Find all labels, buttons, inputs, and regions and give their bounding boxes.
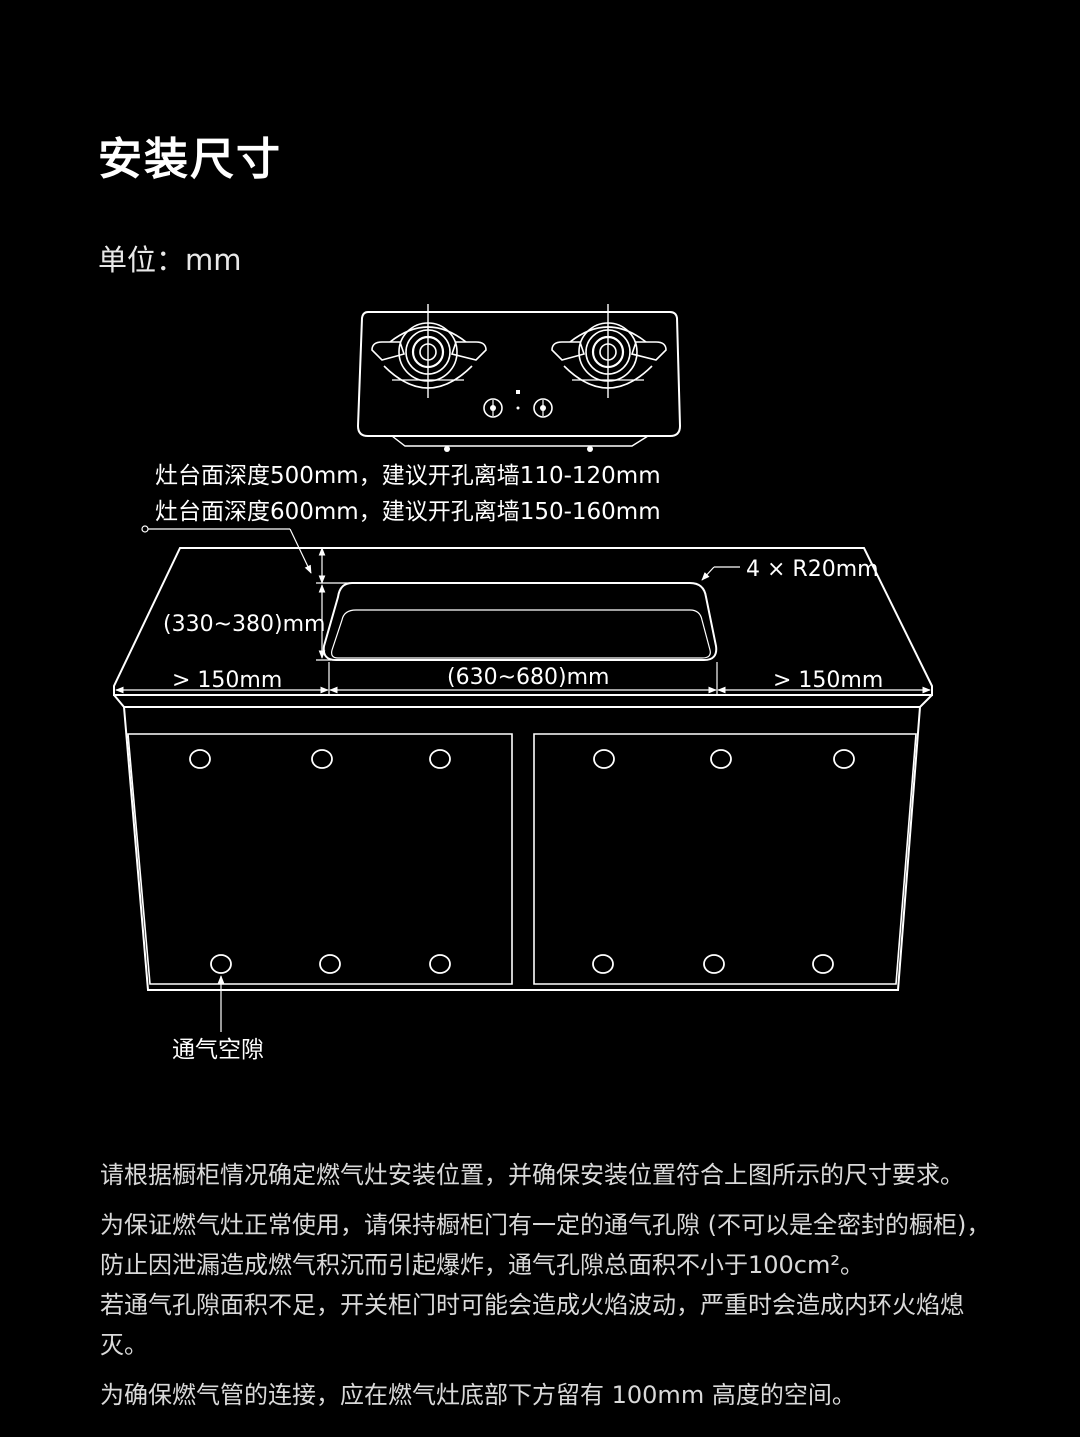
cutout-outline <box>322 582 718 661</box>
vent-hole <box>429 954 451 974</box>
left-knob-icon <box>483 398 503 418</box>
vent-hole <box>429 749 451 769</box>
cutout-depth-label: (330~380)mm <box>163 612 325 637</box>
left-burner-icon <box>371 304 487 398</box>
vent-hole <box>833 749 855 769</box>
cabinet-outline <box>123 706 921 991</box>
vent-holes <box>189 749 855 974</box>
vent-hole <box>319 954 341 974</box>
vent-hole <box>592 954 614 974</box>
page-title: 安装尺寸 <box>98 134 282 185</box>
note-paragraph-2: 为保证燃气灶正常使用，请保持橱柜门有一定的通气孔隙 (不可以是全密封的橱柜)，防… <box>100 1211 991 1359</box>
vent-hole <box>210 954 232 974</box>
installation-notes: 请根据橱柜情况确定燃气灶安装位置，并确保安装位置符合上图所示的尺寸要求。 为保证… <box>100 1155 1000 1425</box>
indicator-icon <box>516 390 520 410</box>
vent-hole <box>812 954 834 974</box>
vent-hole <box>593 749 615 769</box>
note-paragraph-3: 为确保燃气管的连接，应在燃气灶底部下方留有 100mm 高度的空间。 <box>100 1381 856 1409</box>
right-margin-label: > 150mm <box>773 668 883 693</box>
unit-label: 单位：mm <box>98 243 242 277</box>
right-knob-icon <box>533 398 553 418</box>
countertop-outline <box>113 547 933 708</box>
installation-diagram: 灶台面深度500mm，建议开孔离墙110-120mm 灶台面深度600mm，建议… <box>113 304 933 1063</box>
gas-stove-illustration <box>356 304 682 452</box>
corner-radius-leader <box>701 566 740 581</box>
depth-note-leader <box>141 525 312 574</box>
corner-radius-label: 4 × R20mm <box>746 557 879 582</box>
vent-hole <box>703 954 725 974</box>
note-paragraph-1: 请根据橱柜情况确定燃气灶安装位置，并确保安装位置符合上图所示的尺寸要求。 <box>100 1161 964 1189</box>
depth-note-500: 灶台面深度500mm，建议开孔离墙110-120mm <box>155 463 661 489</box>
vent-hole <box>189 749 211 769</box>
left-margin-label: > 150mm <box>172 668 282 693</box>
vent-label: 通气空隙 <box>172 1037 264 1063</box>
cutout-width-label: (630~680)mm <box>447 665 609 690</box>
vent-hole <box>311 749 333 769</box>
wall-distance-dimension <box>316 547 352 584</box>
cutout-depth-dimension <box>316 584 336 661</box>
right-burner-icon <box>551 304 667 398</box>
depth-note-600: 灶台面深度600mm，建议开孔离墙150-160mm <box>155 499 661 525</box>
horizontal-dimensions <box>115 662 931 696</box>
vent-hole <box>710 749 732 769</box>
